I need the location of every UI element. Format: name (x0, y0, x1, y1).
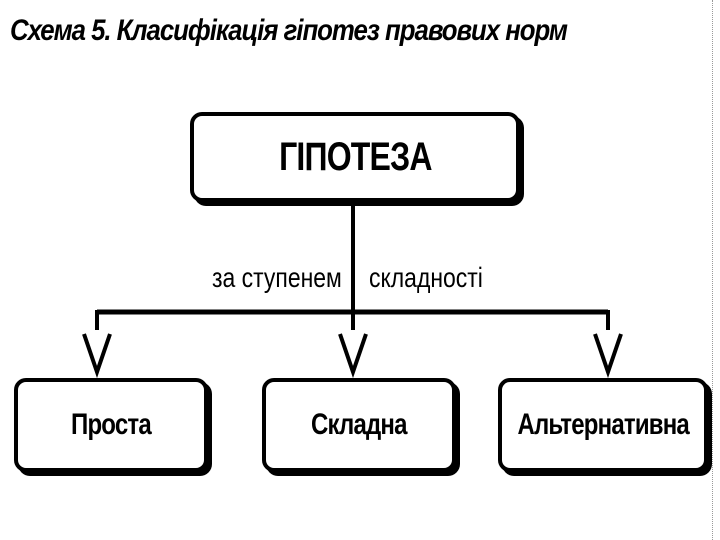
child-node-label: Проста (71, 408, 152, 441)
arrow-head-middle (338, 333, 368, 379)
child-node-label: Складна (311, 408, 408, 441)
diagram-title: Схема 5. Класифікація гіпотез правових н… (10, 14, 568, 47)
child-node-alternative: Альтернативна (498, 378, 708, 472)
child-node-complex: Складна (262, 378, 456, 472)
child-node-simple: Проста (14, 378, 208, 472)
root-node-label: ГІПОТЕЗА (278, 134, 432, 179)
child-node-label: Альтернативна (517, 408, 689, 441)
edge-label-left: за ступенем (212, 262, 342, 293)
edge-label-right: складності (369, 262, 483, 293)
arrow-head-right (593, 333, 623, 379)
page-edge-rule (712, 0, 713, 540)
root-node: ГІПОТЕЗА (190, 112, 520, 202)
arrow-head-left (82, 333, 112, 379)
